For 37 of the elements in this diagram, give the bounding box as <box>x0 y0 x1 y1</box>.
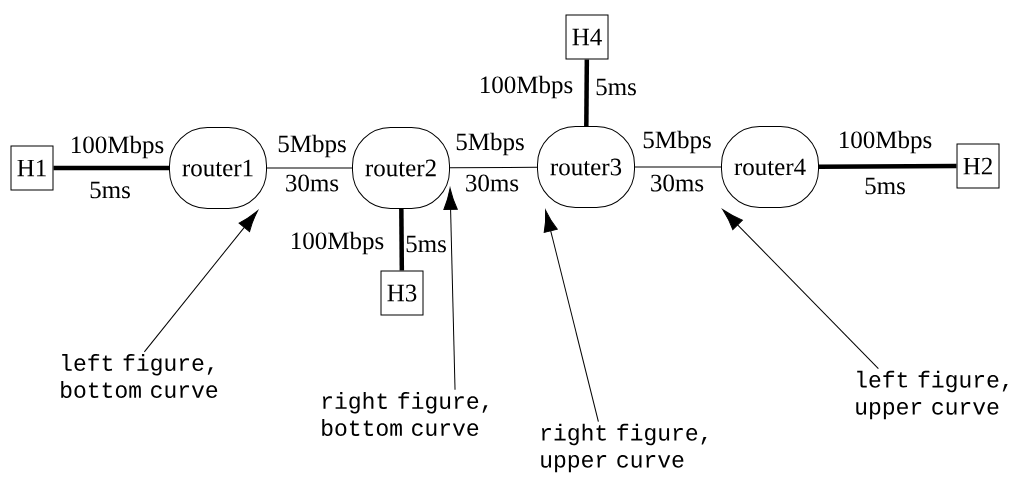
thick-link <box>53 165 169 171</box>
link-label: 5ms <box>865 177 905 195</box>
thick-link <box>819 163 957 169</box>
link-label: 30ms <box>466 174 519 192</box>
annotation-text: right figure, upper curve <box>541 423 707 473</box>
annotation-text: left figure, upper curve <box>856 370 1008 420</box>
annotation-text: right figure, bottom curve <box>322 392 488 436</box>
link-label: 5Mbps <box>643 130 711 154</box>
host-box: H1 <box>10 145 54 191</box>
link-label: 5Mbps <box>278 134 346 158</box>
link-label: 100Mbps <box>291 231 384 255</box>
host-box: H3 <box>380 270 424 316</box>
router-node: router2 <box>352 127 450 209</box>
host-box: H4 <box>565 14 609 60</box>
thick-link <box>399 208 405 271</box>
link-label: 30ms <box>286 174 339 192</box>
arrow <box>443 187 458 391</box>
thick-link <box>584 59 590 127</box>
router-node: router1 <box>169 127 267 209</box>
link-label: 5ms <box>406 235 446 253</box>
link-label: 100Mbps <box>480 75 573 99</box>
arrow <box>143 210 258 353</box>
link-label: 100Mbps <box>840 130 932 154</box>
router-node: router4 <box>721 126 819 208</box>
annotation-text: left figure, bottom curve <box>61 354 218 398</box>
link-label: 5ms <box>90 181 130 199</box>
host-box: H2 <box>956 143 1000 189</box>
link-label: 30ms <box>651 174 704 192</box>
router-node: router3 <box>537 126 635 208</box>
link-line <box>449 166 538 169</box>
link-label: 100Mbps <box>71 135 164 159</box>
link-line <box>266 167 353 169</box>
arrow <box>543 209 599 423</box>
link-label: 5ms <box>596 78 636 96</box>
link-label: 5Mbps <box>456 132 524 156</box>
arrow <box>722 209 879 370</box>
link-line <box>634 166 722 168</box>
